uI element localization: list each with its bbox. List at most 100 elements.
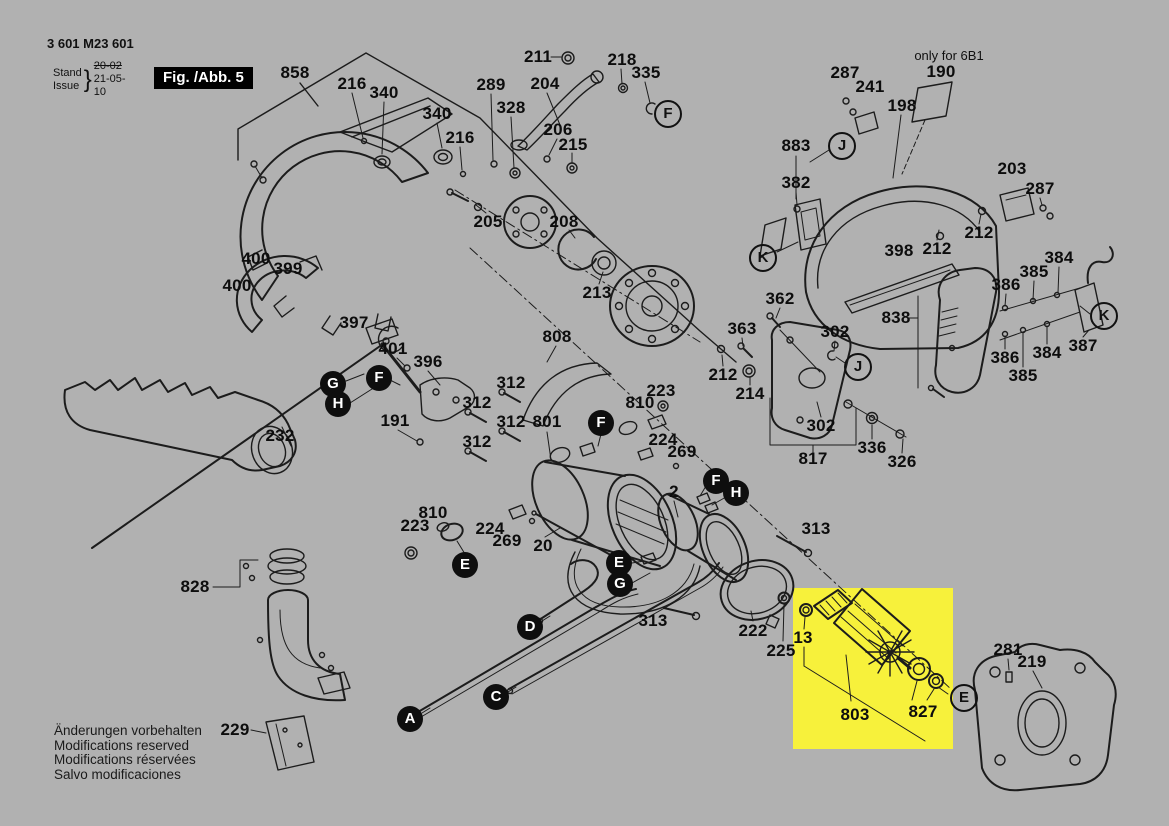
part-label-312: 312 — [462, 432, 492, 451]
part-label-387: 387 — [1068, 336, 1098, 355]
part-label-363: 363 — [727, 319, 757, 338]
sheet-808-drawing — [522, 345, 612, 427]
letter-marker-G: G — [607, 571, 633, 597]
letter-marker-K: K — [1090, 302, 1118, 330]
part-label-232: 232 — [265, 426, 295, 445]
part-label-336: 336 — [857, 438, 887, 457]
part-label-399: 399 — [273, 259, 303, 278]
part-label-326: 326 — [887, 452, 917, 471]
part-label-213: 213 — [582, 283, 612, 302]
part-label-313: 313 — [638, 611, 668, 630]
part-label-212: 212 — [922, 239, 952, 258]
part-label-216: 216 — [445, 128, 475, 147]
part-label-385: 385 — [1008, 366, 1038, 385]
motor-housing-drawing — [531, 431, 701, 615]
letter-marker-H: H — [723, 480, 749, 506]
part-label-340: 340 — [422, 104, 452, 123]
part-label-206: 206 — [543, 120, 573, 139]
part-label-241: 241 — [855, 77, 885, 96]
part-label-801: 801 — [532, 412, 562, 431]
part-label-269: 269 — [492, 531, 522, 550]
footer-line: Änderungen vorbehalten — [54, 723, 202, 738]
footer-line: Modifications reserved — [54, 737, 190, 753]
letter-marker-F: F — [654, 100, 682, 128]
letter-marker-F: F — [366, 365, 392, 391]
part-label-191: 191 — [380, 411, 410, 430]
part-label-302: 302 — [806, 416, 836, 435]
part-label-212: 212 — [964, 223, 994, 242]
letter-marker-K: K — [749, 244, 777, 272]
part-label-224: 224 — [648, 430, 678, 449]
part-number: 3 601 M23 601 — [47, 36, 134, 51]
part-label-312: 312 — [462, 393, 492, 412]
letter-marker-D: D — [517, 614, 543, 640]
letter-marker-J: J — [828, 132, 856, 160]
part-label-858: 858 — [280, 63, 310, 82]
part-label-281: 281 — [993, 640, 1023, 659]
part-label-205: 205 — [473, 212, 503, 231]
part-label-208: 208 — [549, 212, 579, 231]
stand-issue-block: Stand Issue } 20-02 21-05-10 — [53, 60, 134, 99]
part-label-223: 223 — [400, 516, 430, 535]
issue-value: 21-05-10 — [93, 73, 126, 98]
part-label-312: 312 — [496, 373, 526, 392]
part-label-287: 287 — [830, 63, 860, 82]
part-label-400: 400 — [222, 276, 252, 295]
pivot-plate-drawing — [716, 307, 907, 454]
letter-marker-J: J — [844, 353, 872, 381]
part-label-212: 212 — [708, 365, 738, 384]
part-label-803: 803 — [840, 705, 870, 724]
part-label-817: 817 — [798, 449, 828, 468]
title-block: 3 601 M23 601 Stand Issue } 20-02 21-05-… — [47, 36, 134, 98]
part-label-400: 400 — [241, 249, 271, 268]
part-label-328: 328 — [496, 98, 526, 117]
part-label-203: 203 — [997, 159, 1027, 178]
part-label-211: 211 — [523, 47, 553, 66]
part-label-219: 219 — [1017, 652, 1047, 671]
figure-label: Fig. /Abb. 5 — [154, 67, 253, 89]
part-label-225: 225 — [766, 641, 796, 660]
footer-line: Salvo modificaciones — [54, 766, 181, 782]
stand-label: Stand — [53, 66, 82, 79]
part-label-397: 397 — [339, 313, 369, 332]
only-for-note: only for 6B1 — [914, 48, 984, 63]
part-label-384: 384 — [1032, 343, 1062, 362]
part-label-362: 362 — [765, 289, 795, 308]
lever-drawing — [345, 318, 476, 446]
part-label-229: 229 — [220, 720, 250, 739]
part-label-216: 216 — [337, 74, 367, 93]
right-guard-drawing — [804, 81, 1054, 350]
letter-marker-H: H — [325, 391, 351, 417]
part-label-810: 810 — [418, 503, 448, 522]
elbow-drawing — [212, 548, 351, 771]
highlight-region — [793, 588, 953, 749]
footer-line: Modifications réservées — [54, 752, 196, 767]
part-label-312: 312 — [496, 412, 526, 431]
part-label-398: 398 — [884, 241, 914, 260]
part-label-223: 223 — [646, 381, 676, 400]
upper-blade-guard-drawing — [239, 92, 467, 336]
part-label-224: 224 — [475, 519, 505, 538]
part-label-190: 190 — [926, 62, 956, 81]
letter-marker-A: A — [397, 706, 423, 732]
armature-drawing — [777, 588, 949, 742]
link-arm-drawing — [490, 51, 656, 179]
part-label-385: 385 — [1019, 262, 1049, 281]
issue-label: Issue — [53, 79, 80, 92]
letter-marker-F: F — [588, 410, 614, 436]
part-label-828: 828 — [180, 577, 210, 596]
part-label-838: 838 — [881, 308, 911, 327]
cover-838-drawing — [907, 246, 1114, 398]
part-label-382: 382 — [781, 173, 811, 192]
blade-flange-drawing — [446, 188, 695, 347]
part-label-883: 883 — [781, 136, 811, 155]
part-label-214: 214 — [735, 384, 765, 403]
part-label-335: 335 — [631, 63, 661, 82]
part-label-302: 302 — [820, 322, 850, 341]
letter-marker-E: E — [452, 552, 478, 578]
lower-guard-drawing — [235, 255, 323, 333]
letter-marker-C: C — [483, 684, 509, 710]
part-label-384: 384 — [1044, 248, 1074, 267]
